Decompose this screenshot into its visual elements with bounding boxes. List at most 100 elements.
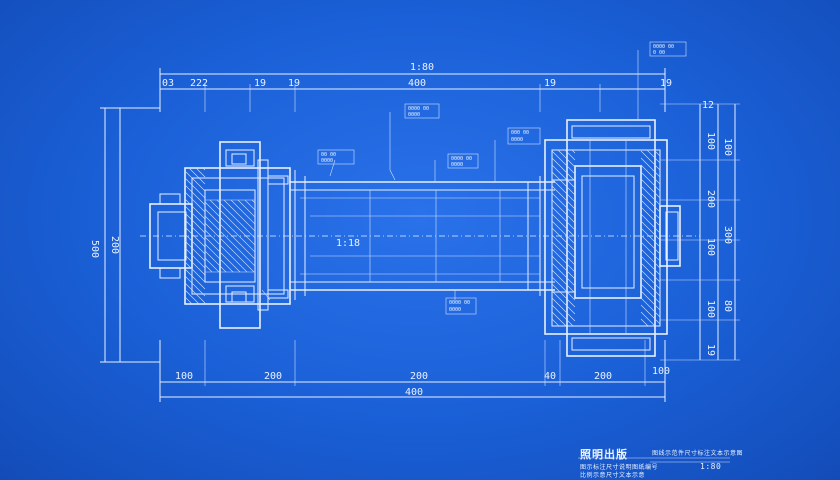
title-block-line2: 图示标注尺寸说明图纸编号 bbox=[580, 464, 659, 471]
hatch-line bbox=[653, 149, 661, 157]
hatch-line bbox=[184, 240, 206, 262]
hatch-line bbox=[551, 318, 560, 327]
dim-top-seg1: 03 bbox=[162, 78, 174, 89]
title-block-code: 1:80 bbox=[700, 462, 722, 471]
dim-left-outer: 500 bbox=[89, 240, 100, 258]
hatch-line bbox=[551, 255, 576, 280]
hatch-line bbox=[204, 250, 227, 273]
hatch-line bbox=[551, 297, 576, 322]
hatch-line bbox=[195, 167, 206, 178]
callout-c4-line1: 0000 00 bbox=[451, 156, 472, 162]
hatch-line bbox=[640, 178, 661, 199]
hatch-line bbox=[551, 171, 576, 196]
title-block-title: 照明出版 bbox=[580, 448, 628, 461]
hatch-line bbox=[640, 290, 661, 311]
title-block-frame bbox=[578, 457, 730, 463]
hatch-line bbox=[551, 276, 576, 301]
hatch-line bbox=[184, 233, 206, 255]
dim-right-d8: 19 bbox=[705, 344, 716, 356]
hatch-line bbox=[184, 261, 206, 283]
hatch-line bbox=[640, 255, 661, 276]
callout-leaders bbox=[261, 50, 639, 301]
hatch-line bbox=[230, 199, 256, 225]
callout-c1-line2: 0 00 bbox=[653, 50, 665, 56]
dim-bottom-seg5: 200 bbox=[594, 371, 612, 382]
left-flange-hatching bbox=[184, 167, 256, 305]
dim-left-inner: 200 bbox=[109, 236, 120, 254]
hatch-line bbox=[184, 212, 206, 234]
hatch-line bbox=[551, 150, 576, 175]
dim-top-seg2: 222 bbox=[190, 78, 208, 89]
hatch-line bbox=[640, 192, 661, 213]
hatch-line bbox=[640, 276, 661, 297]
hatch-line bbox=[184, 268, 206, 290]
dim-top-seg5: 400 bbox=[408, 78, 426, 89]
hatch-line bbox=[551, 206, 576, 231]
hatch-line bbox=[551, 304, 574, 327]
left-flange bbox=[149, 141, 291, 329]
hatch-line bbox=[184, 205, 206, 227]
hatch-line bbox=[551, 178, 576, 203]
left-dimensions: 500 200 bbox=[89, 107, 160, 363]
hatch-line bbox=[640, 234, 661, 255]
hatch-line bbox=[184, 282, 206, 304]
hatch-line bbox=[640, 269, 661, 290]
hatch-line bbox=[640, 248, 661, 269]
hatch-line bbox=[184, 170, 206, 192]
callout-c5: 000 00 0000 bbox=[507, 127, 541, 145]
callout-c3-line2: 0000 bbox=[321, 158, 333, 164]
hatch-line bbox=[184, 275, 206, 297]
hatch-line bbox=[251, 199, 256, 204]
callout-c1-line1: 0000 00 bbox=[653, 44, 674, 50]
hatch-line bbox=[209, 199, 256, 246]
hatch-line bbox=[640, 241, 661, 262]
hatch-line bbox=[204, 215, 256, 267]
hatch-line bbox=[551, 192, 576, 217]
main-tube bbox=[290, 170, 555, 300]
dim-top-seg3: 19 bbox=[254, 78, 266, 89]
callout-c4: 0000 00 0000 bbox=[447, 153, 479, 169]
hatch-line bbox=[216, 199, 256, 239]
hatch-line bbox=[640, 199, 661, 220]
hatch-line bbox=[204, 264, 213, 273]
hatch-line bbox=[640, 311, 656, 327]
hatch-line bbox=[184, 184, 206, 206]
dim-bottom-seg1: 100 bbox=[175, 371, 193, 382]
hatch-line bbox=[204, 236, 241, 273]
right-housing bbox=[544, 119, 681, 357]
callout-c2-line2: 0000 bbox=[408, 112, 420, 118]
dim-right-top: 12 bbox=[702, 100, 714, 111]
hatch-line bbox=[184, 247, 206, 269]
hatch-line bbox=[640, 220, 661, 241]
dim-right-d1: 100 bbox=[705, 132, 716, 150]
hatch-line bbox=[551, 220, 576, 245]
hatch-line bbox=[551, 248, 576, 273]
hatch-line bbox=[557, 149, 576, 168]
callout-c2-line1: 0000 00 bbox=[408, 106, 429, 112]
hatch-line bbox=[640, 150, 661, 171]
hatch-line bbox=[551, 199, 576, 224]
callout-c6-line1: 0000 00 bbox=[449, 300, 470, 306]
hatch-line bbox=[551, 157, 576, 182]
dim-bottom-seg3: 200 bbox=[410, 371, 428, 382]
hatch-line bbox=[640, 297, 661, 318]
dim-bottom-overall: 400 bbox=[405, 387, 423, 398]
hatch-line bbox=[551, 269, 576, 294]
title-block-line3: 比例示意尺寸文本示意 bbox=[580, 472, 646, 479]
callout-c6-line2: 0000 bbox=[449, 307, 461, 313]
hatch-line bbox=[188, 167, 206, 185]
hatch-line bbox=[551, 283, 576, 308]
hatch-line bbox=[204, 257, 220, 273]
hatch-line bbox=[646, 149, 661, 164]
bottom-dimensions: 100 200 200 40 200 100 400 bbox=[159, 340, 670, 402]
hatch-line bbox=[184, 219, 206, 241]
hatch-line bbox=[640, 262, 661, 283]
callout-c2: 0000 00 0000 bbox=[404, 103, 440, 119]
hatch-line bbox=[640, 318, 649, 327]
hatch-line bbox=[640, 227, 661, 248]
dim-right-d5: 100 bbox=[722, 138, 733, 156]
hatch-line bbox=[184, 177, 206, 199]
hatch-line bbox=[640, 304, 661, 325]
